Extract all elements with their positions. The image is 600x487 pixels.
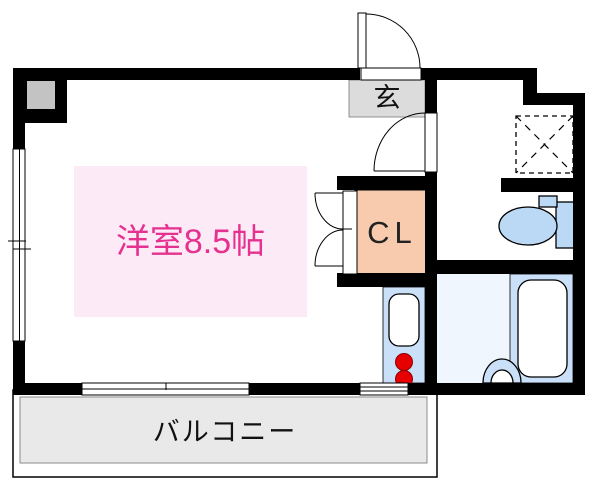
left-wall-window [8,148,31,342]
walls [13,68,585,395]
toilet-flush-button [538,195,558,208]
entrance-label: 玄 [373,83,401,113]
shaft-dashed-x-icon [515,115,574,174]
interior-door [373,112,438,173]
closet-label: CL [367,215,417,250]
toilet-bowl [498,206,558,246]
entrance-door [357,12,422,81]
closet-double-doors [314,190,358,275]
kitchen-sink [388,293,420,347]
balcony-label: バルコニー [152,416,298,447]
bathtub [517,279,568,378]
toilet-tank [555,201,575,249]
balcony-floor [19,396,428,464]
closet-floor [354,189,428,276]
stove-burner-icon [395,353,413,371]
washbasin-bowl [490,369,514,384]
pillar [27,81,55,109]
main-room-label: 洋室8.5帖 [74,166,307,317]
balcony-window-main [81,382,250,396]
balcony-window-kitchen [359,382,409,396]
